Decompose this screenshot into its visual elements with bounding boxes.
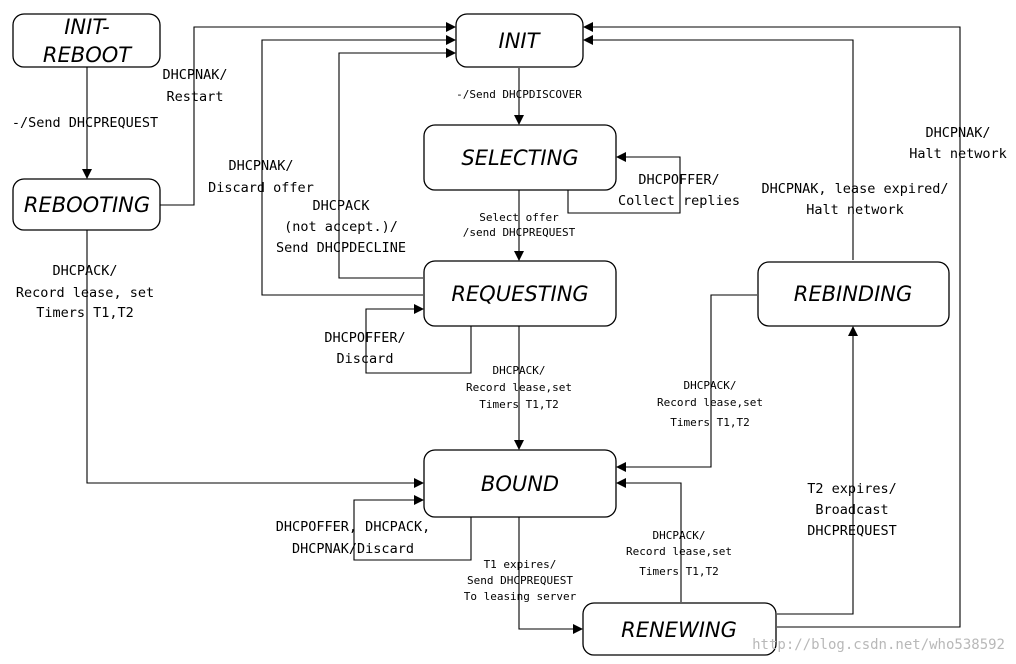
label-renewing-t2-1: T2 expires/ bbox=[807, 481, 896, 497]
label-bound-t1-3: To leasing server bbox=[464, 590, 577, 603]
state-init: INIT bbox=[455, 13, 584, 68]
state-rebooting: REBOOTING bbox=[12, 178, 161, 231]
edge-renewing-bound bbox=[616, 478, 682, 602]
label-selecting-offer-1: DHCPOFFER/ bbox=[638, 172, 719, 188]
edge-requesting-init-decline bbox=[338, 48, 456, 279]
label-requesting-decline-3: Send DHCPDECLINE bbox=[276, 240, 406, 256]
edge-rebooting-bound bbox=[86, 230, 424, 488]
label-renewing-nak-1: DHCPNAK/ bbox=[925, 125, 990, 141]
label-init-discover: -/Send DHCPDISCOVER bbox=[456, 88, 582, 101]
label-requesting-nak-1: DHCPNAK/ bbox=[228, 158, 293, 174]
label-rebinding-ack-1: DHCPACK/ bbox=[684, 379, 737, 392]
label-rebooting-ack-1: DHCPACK/ bbox=[52, 263, 117, 279]
label-requesting-ack-2: Record lease,set bbox=[466, 381, 572, 394]
label-requesting-offer-1: DHCPOFFER/ bbox=[324, 330, 405, 346]
label-bound-discard-2: DHCPNAK/Discard bbox=[292, 541, 414, 557]
edge-requesting-self bbox=[365, 304, 472, 374]
label-rebooting-nak-1: DHCPNAK/ bbox=[162, 67, 227, 83]
label-rebooting-nak-2: Restart bbox=[167, 89, 224, 105]
label-requesting-decline-2: (not accept.)/ bbox=[284, 219, 398, 235]
state-renewing-label: RENEWING bbox=[621, 618, 737, 642]
state-selecting-label: SELECTING bbox=[461, 146, 578, 170]
edge-renewing-rebinding bbox=[777, 326, 858, 615]
label-renewing-nak-2: Halt network bbox=[909, 146, 1007, 162]
label-select-offer-2: /send DHCPREQUEST bbox=[463, 226, 576, 239]
edges bbox=[82, 22, 961, 634]
state-renewing: RENEWING bbox=[582, 602, 777, 656]
edge-bound-renewing bbox=[518, 517, 583, 634]
label-rebinding-ack-2: Record lease,set bbox=[657, 396, 763, 409]
edge-renewing-init bbox=[583, 22, 961, 628]
edge-bound-self bbox=[353, 495, 472, 561]
state-init-reboot-label-2: REBOOT bbox=[43, 43, 133, 67]
label-rebooting-ack-2: Record lease, set bbox=[16, 285, 154, 301]
state-selecting: SELECTING bbox=[423, 124, 617, 191]
state-rebinding-label: REBINDING bbox=[794, 282, 913, 306]
edge-rebinding-bound bbox=[616, 294, 757, 472]
label-bound-t1-2: Send DHCPREQUEST bbox=[467, 574, 573, 587]
state-init-reboot-label-1: INIT- bbox=[64, 15, 110, 39]
state-bound-label: BOUND bbox=[481, 472, 559, 496]
label-rebinding-nak-1: DHCPNAK, lease expired/ bbox=[762, 181, 949, 197]
label-renewing-ack-3: Timers T1,T2 bbox=[639, 565, 718, 578]
label-requesting-ack-3: Timers T1,T2 bbox=[479, 398, 558, 411]
state-init-label: INIT bbox=[499, 29, 542, 53]
edge-rebooting-init bbox=[160, 22, 456, 206]
label-rebinding-ack-3: Timers T1,T2 bbox=[670, 416, 749, 429]
state-rebinding: REBINDING bbox=[757, 261, 950, 327]
label-initreboot-rebooting: -/Send DHCPREQUEST bbox=[12, 115, 158, 131]
transition-labels: -/Send DHCPREQUEST DHCPNAK/ Restart DHCP… bbox=[12, 67, 1007, 603]
edge-selecting-self bbox=[567, 152, 681, 214]
state-bound: BOUND bbox=[423, 449, 617, 518]
label-bound-t1-1: T1 expires/ bbox=[484, 558, 557, 571]
label-bound-discard-1: DHCPOFFER, DHCPACK, bbox=[276, 519, 430, 535]
label-rebinding-nak-2: Halt network bbox=[806, 202, 904, 218]
state-rebooting-label: REBOOTING bbox=[24, 193, 150, 217]
label-requesting-nak-2: Discard offer bbox=[208, 180, 314, 196]
label-requesting-offer-2: Discard bbox=[337, 351, 394, 367]
state-init-reboot: INIT- REBOOT bbox=[12, 13, 161, 68]
label-renewing-ack-1: DHCPACK/ bbox=[653, 529, 706, 542]
watermark: http://blog.csdn.net/who538592 bbox=[752, 637, 1005, 653]
label-requesting-decline-1: DHCPACK bbox=[313, 198, 371, 214]
label-rebooting-ack-3: Timers T1,T2 bbox=[36, 305, 134, 321]
label-renewing-t2-3: DHCPREQUEST bbox=[807, 523, 896, 539]
state-requesting: REQUESTING bbox=[423, 260, 617, 327]
edge-rebinding-init bbox=[583, 35, 854, 260]
label-renewing-ack-2: Record lease,set bbox=[626, 545, 732, 558]
label-selecting-offer-2: Collect replies bbox=[618, 193, 740, 209]
state-requesting-label: REQUESTING bbox=[451, 282, 588, 306]
label-renewing-t2-2: Broadcast bbox=[815, 502, 888, 518]
label-select-offer-1: Select offer bbox=[479, 211, 559, 224]
edge-requesting-init-nak bbox=[261, 35, 456, 296]
label-requesting-ack-1: DHCPACK/ bbox=[493, 364, 546, 377]
